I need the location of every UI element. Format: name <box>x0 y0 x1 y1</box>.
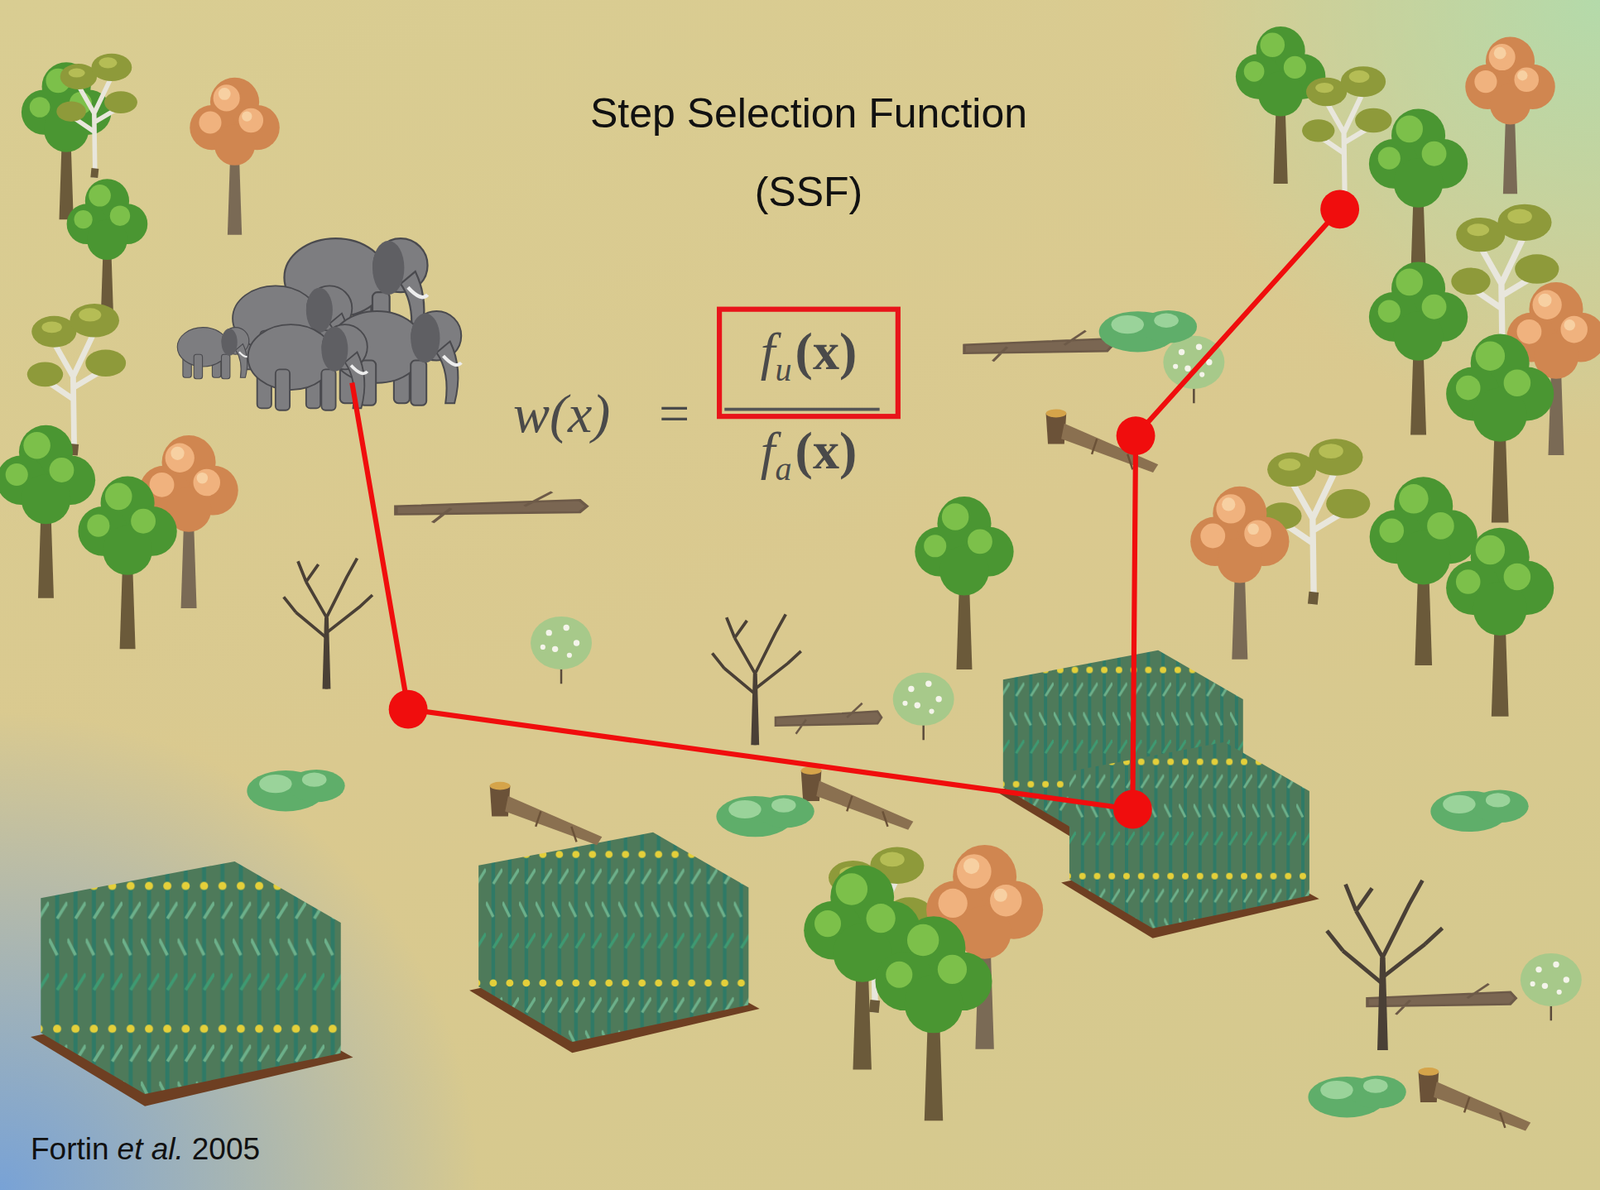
function-symbol: f <box>760 321 776 383</box>
formula-equals: = <box>658 382 690 446</box>
argument: (x) <box>795 420 858 482</box>
argument: (x) <box>795 321 858 383</box>
title: Step Selection Function (SSF) <box>543 74 1074 232</box>
function-symbol: f <box>760 420 776 482</box>
formula-denominator: fa(x) <box>721 420 896 482</box>
citation-author: Fortin <box>30 1132 110 1168</box>
citation: Fortinet al.2005 <box>30 1132 260 1168</box>
citation-etal: et al. <box>117 1132 184 1168</box>
subscript: a <box>775 449 793 489</box>
formula-lhs: w(x) <box>513 382 611 446</box>
subscript: u <box>775 350 793 390</box>
formula-numerator: fu(x) <box>721 321 896 383</box>
citation-year: 2005 <box>192 1132 260 1168</box>
